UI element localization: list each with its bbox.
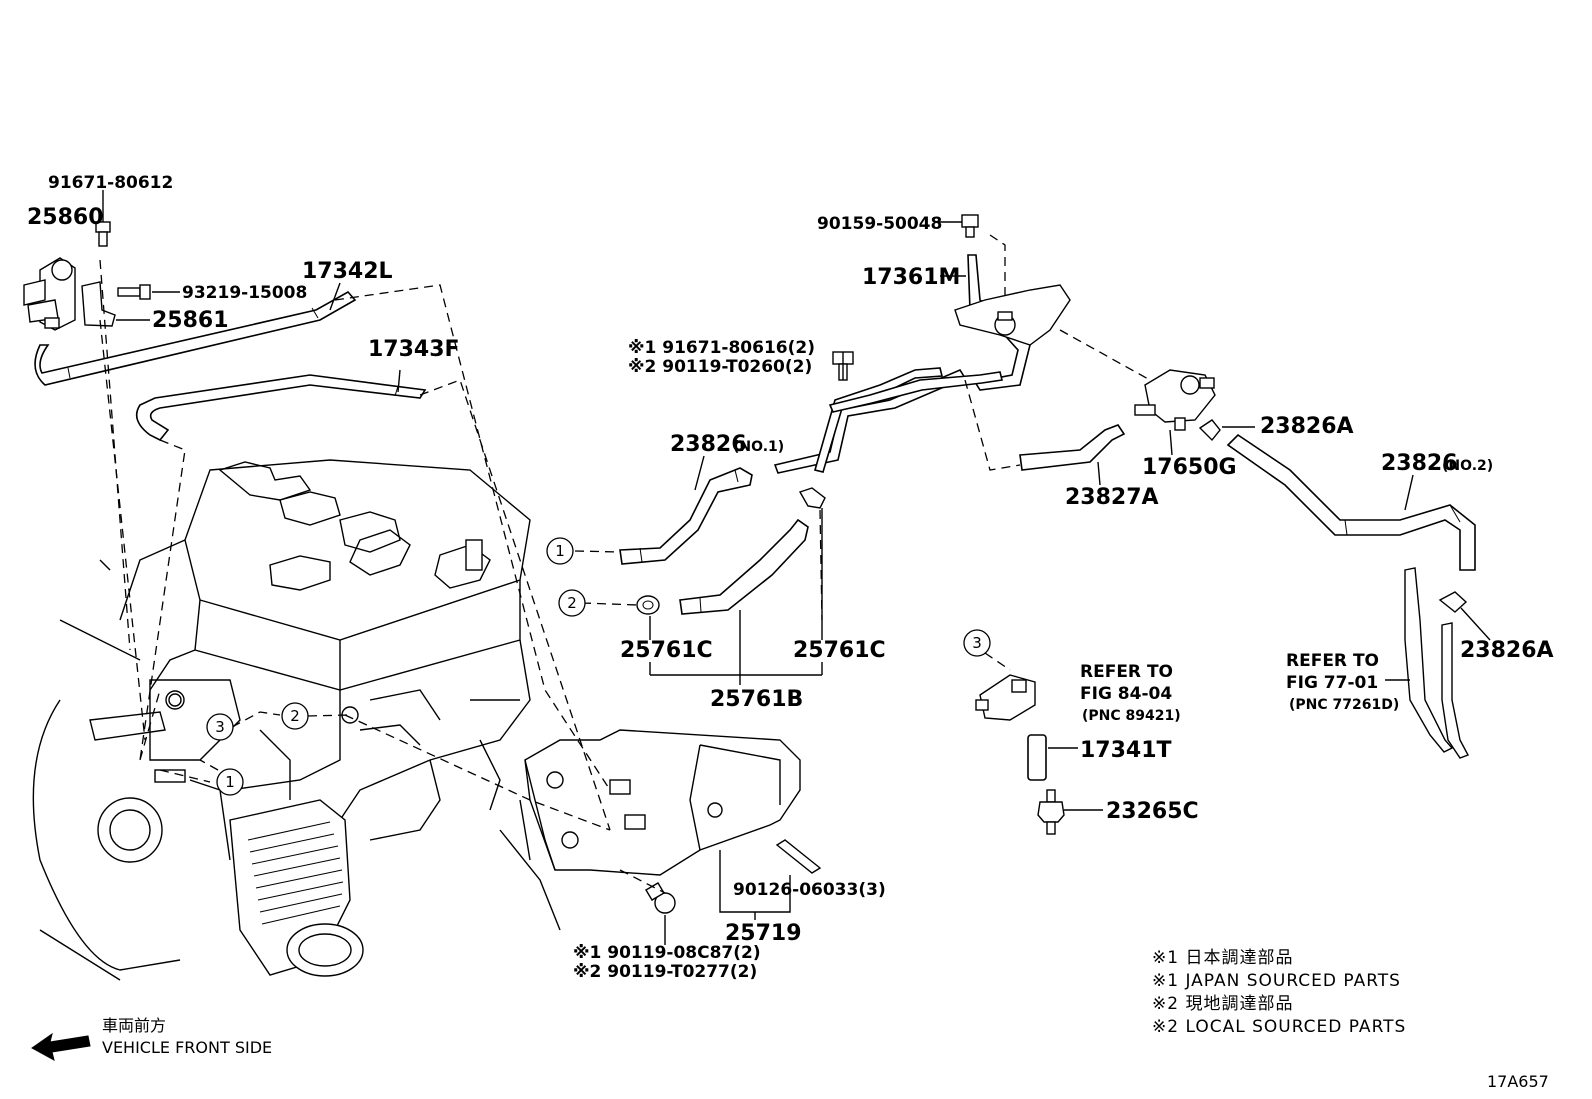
callout-2-engine: 2 bbox=[281, 702, 309, 730]
label-25861: 25861 bbox=[152, 308, 229, 333]
canister-25719 bbox=[524, 729, 801, 876]
clip-23826A-top bbox=[1198, 419, 1221, 442]
legend-line-4: ※2 LOCAL SOURCED PARTS bbox=[1152, 1017, 1406, 1037]
label-refer-a-3: (PNC 89421) bbox=[1082, 708, 1181, 724]
hose-23826-no2 bbox=[1226, 433, 1476, 571]
label-25860: 25860 bbox=[27, 205, 104, 230]
clip-25761C-right bbox=[798, 487, 826, 509]
label-23826-no1: 23826 bbox=[670, 432, 747, 457]
front-label-en: VEHICLE FRONT SIDE bbox=[102, 1038, 272, 1057]
front-arrow-icon bbox=[31, 1032, 91, 1061]
bolt-90159-50048 bbox=[961, 214, 979, 238]
label-90159-50048: 90159-50048 bbox=[817, 214, 942, 234]
clip-23826A-right bbox=[1438, 591, 1468, 613]
figure-id: 17A657 bbox=[1487, 1072, 1549, 1091]
hose-23826-no1 bbox=[619, 467, 753, 565]
label-23827A: 23827A bbox=[1065, 485, 1159, 510]
solid-leaders bbox=[102, 190, 1491, 945]
label-refer-b-3: (PNC 77261D) bbox=[1289, 697, 1399, 713]
callout-1-right: 1 bbox=[546, 537, 574, 565]
label-90126-06033: 90126-06033(3) bbox=[733, 880, 886, 900]
svg-text:1: 1 bbox=[555, 542, 565, 560]
label-bolt-a-jp: ※1 91671-80616(2) bbox=[628, 338, 815, 358]
label-17361M: 17361M bbox=[862, 265, 960, 290]
label-17342L: 17342L bbox=[302, 259, 393, 284]
hose-17343F bbox=[135, 374, 427, 442]
pipe-cluster bbox=[773, 367, 1003, 474]
label-23826A-right: 23826A bbox=[1460, 638, 1554, 663]
hose-17342L bbox=[34, 290, 357, 386]
clip-25761C-left bbox=[636, 595, 660, 615]
svg-text:2: 2 bbox=[290, 707, 300, 725]
label-25761C-right: 25761C bbox=[793, 638, 886, 663]
label-refer-a-2: FIG 84-04 bbox=[1080, 684, 1172, 704]
callout-2-right: 2 bbox=[558, 589, 586, 617]
label-23265C: 23265C bbox=[1106, 799, 1199, 824]
svg-text:3: 3 bbox=[972, 634, 982, 652]
hose-17341T bbox=[1027, 734, 1047, 781]
svg-text:1: 1 bbox=[225, 773, 235, 791]
label-91671-80612: 91671-80612 bbox=[48, 173, 173, 193]
intake-hose bbox=[229, 799, 364, 977]
hose-25761B bbox=[679, 518, 809, 615]
label-refer-a-1: REFER TO bbox=[1080, 662, 1173, 682]
label-23826-no2: 23826 bbox=[1381, 451, 1458, 476]
label-25761B: 25761B bbox=[710, 687, 803, 712]
label-25761C-left: 25761C bbox=[620, 638, 713, 663]
callout-3-engine: 3 bbox=[206, 713, 234, 741]
label-bolt-b-jp: ※1 90119-08C87(2) bbox=[573, 943, 761, 963]
bolt-93219-15008 bbox=[117, 284, 151, 300]
pipe-17361M bbox=[954, 254, 1071, 391]
label-refer-b-1: REFER TO bbox=[1286, 651, 1379, 671]
label-refer-b-2: FIG 77-01 bbox=[1286, 673, 1378, 693]
label-17650G: 17650G bbox=[1142, 455, 1237, 480]
label-23826-no1-suffix: (NO.1) bbox=[733, 439, 784, 455]
pressure-sensor bbox=[975, 674, 1036, 721]
label-23826A-top: 23826A bbox=[1260, 414, 1354, 439]
label-23826-no2-suffix: (NO.2) bbox=[1442, 458, 1493, 474]
legend: ※1 日本調達部品 ※1 JAPAN SOURCED PARTS ※2 現地調達… bbox=[1152, 948, 1406, 1037]
dashed-leaders bbox=[99, 234, 1151, 894]
hose-23827A bbox=[1019, 424, 1126, 471]
fitting-23265C bbox=[1037, 789, 1065, 835]
label-bolt-b-local: ※2 90119-T0277(2) bbox=[573, 962, 757, 982]
vsv-17650G bbox=[1134, 369, 1216, 431]
front-label-jp: 車両前方 bbox=[102, 1016, 166, 1035]
bolt-90119-08C87 bbox=[645, 882, 676, 914]
stud-90126-06033 bbox=[775, 839, 822, 874]
label-17343F: 17343F bbox=[368, 337, 460, 362]
bracket-25861 bbox=[81, 281, 116, 327]
vsv-25860 bbox=[23, 257, 76, 331]
callout-1-engine: 1 bbox=[216, 768, 244, 796]
vehicle-front-indicator: 車両前方 VEHICLE FRONT SIDE bbox=[31, 1016, 272, 1061]
label-93219-15008: 93219-15008 bbox=[182, 283, 307, 303]
svg-text:2: 2 bbox=[567, 594, 577, 612]
callout-3-right: 3 bbox=[963, 629, 991, 657]
label-25719: 25719 bbox=[725, 921, 802, 946]
legend-line-1: ※1 日本調達部品 bbox=[1152, 948, 1293, 968]
legend-line-3: ※2 現地調達部品 bbox=[1152, 994, 1293, 1014]
label-17341T: 17341T bbox=[1080, 738, 1172, 763]
legend-line-2: ※1 JAPAN SOURCED PARTS bbox=[1152, 971, 1401, 991]
engine-assembly bbox=[32, 459, 561, 981]
svg-text:3: 3 bbox=[215, 718, 225, 736]
label-bolt-a-local: ※2 90119-T0260(2) bbox=[628, 357, 812, 377]
